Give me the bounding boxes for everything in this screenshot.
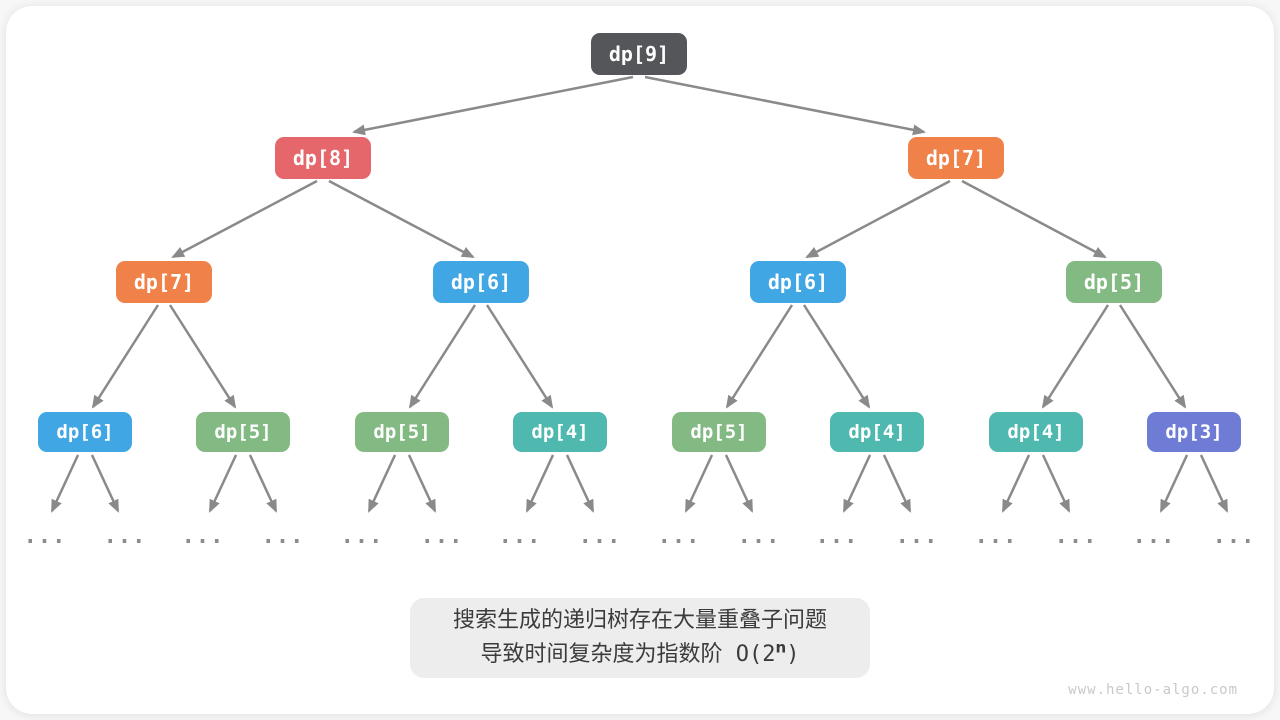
edge (90, 454, 120, 513)
ellipsis-node: ... (815, 524, 859, 549)
edge (248, 454, 278, 513)
edge (724, 454, 754, 513)
tree-node-l4-dp5-c: dp[5] (672, 412, 766, 452)
edge (961, 179, 1107, 259)
ellipsis-node: ... (1212, 524, 1256, 549)
tree-node-l4-dp3: dp[3] (1147, 412, 1241, 452)
ellipsis-node: ... (261, 524, 305, 549)
ellipsis-node: ... (657, 524, 701, 549)
edge (565, 454, 595, 513)
edge (684, 454, 714, 513)
ellipsis-node: ... (1132, 524, 1176, 549)
edge (408, 304, 477, 409)
caption-line2-text: 导致时间复杂度为指数阶 O(2 (480, 642, 776, 667)
edge (91, 304, 160, 409)
tree-node-l4-dp5-a: dp[5] (196, 412, 290, 452)
edge (50, 454, 80, 513)
diagram-card (6, 6, 1274, 714)
edge (1199, 454, 1229, 513)
edge (1159, 454, 1189, 513)
edge (208, 454, 238, 513)
edge (842, 454, 872, 513)
tree-node-l4-dp4-c: dp[4] (989, 412, 1083, 452)
edge (407, 454, 437, 513)
ellipsis-node: ... (737, 524, 781, 549)
caption-exponent: n (775, 638, 787, 657)
tree-node-l3-dp6-a: dp[6] (433, 261, 529, 303)
tree-node-l4-dp4-b: dp[4] (830, 412, 924, 452)
tree-node-l2-dp8: dp[8] (275, 137, 371, 179)
ellipsis-node: ... (578, 524, 622, 549)
edge (1041, 454, 1071, 513)
ellipsis-node: ... (420, 524, 464, 549)
tree-node-l3-dp6-b: dp[6] (750, 261, 846, 303)
tree-node-l2-dp7: dp[7] (908, 137, 1004, 179)
tree-node-l4-dp6: dp[6] (38, 412, 132, 452)
ellipsis-node: ... (498, 524, 542, 549)
edge (805, 179, 951, 259)
ellipsis-node: ... (974, 524, 1018, 549)
edge (1001, 454, 1031, 513)
edge (168, 304, 237, 409)
edge (367, 454, 397, 513)
ellipsis-node: ... (895, 524, 939, 549)
caption-box: 搜索生成的递归树存在大量重叠子问题 导致时间复杂度为指数阶 O(2n) (410, 598, 870, 678)
caption-line-2: 导致时间复杂度为指数阶 O(2n) (481, 638, 800, 672)
ellipsis-node: ... (23, 524, 67, 549)
ellipsis-node: ... (181, 524, 225, 549)
caption-line-1: 搜索生成的递归树存在大量重叠子问题 (452, 608, 827, 633)
caption-line2-close: ) (786, 642, 800, 667)
edge (644, 75, 926, 136)
tree-node-l1-dp9: dp[9] (591, 33, 687, 75)
edge (1041, 304, 1110, 409)
tree-node-l3-dp7: dp[7] (116, 261, 212, 303)
watermark: www.hello-algo.com (1068, 682, 1238, 698)
tree-node-l4-dp4-a: dp[4] (513, 412, 607, 452)
edge (352, 75, 634, 136)
ellipsis-node: ... (1054, 524, 1098, 549)
edge (1118, 304, 1187, 409)
tree-node-l4-dp5-b: dp[5] (355, 412, 449, 452)
edge (328, 179, 475, 259)
edge (171, 179, 318, 259)
edge (525, 454, 555, 513)
edge (802, 304, 871, 409)
edge (725, 304, 794, 409)
edge (485, 304, 554, 409)
edge (882, 454, 912, 513)
ellipsis-node: ... (340, 524, 384, 549)
tree-node-l3-dp5: dp[5] (1066, 261, 1162, 303)
ellipsis-node: ... (103, 524, 147, 549)
